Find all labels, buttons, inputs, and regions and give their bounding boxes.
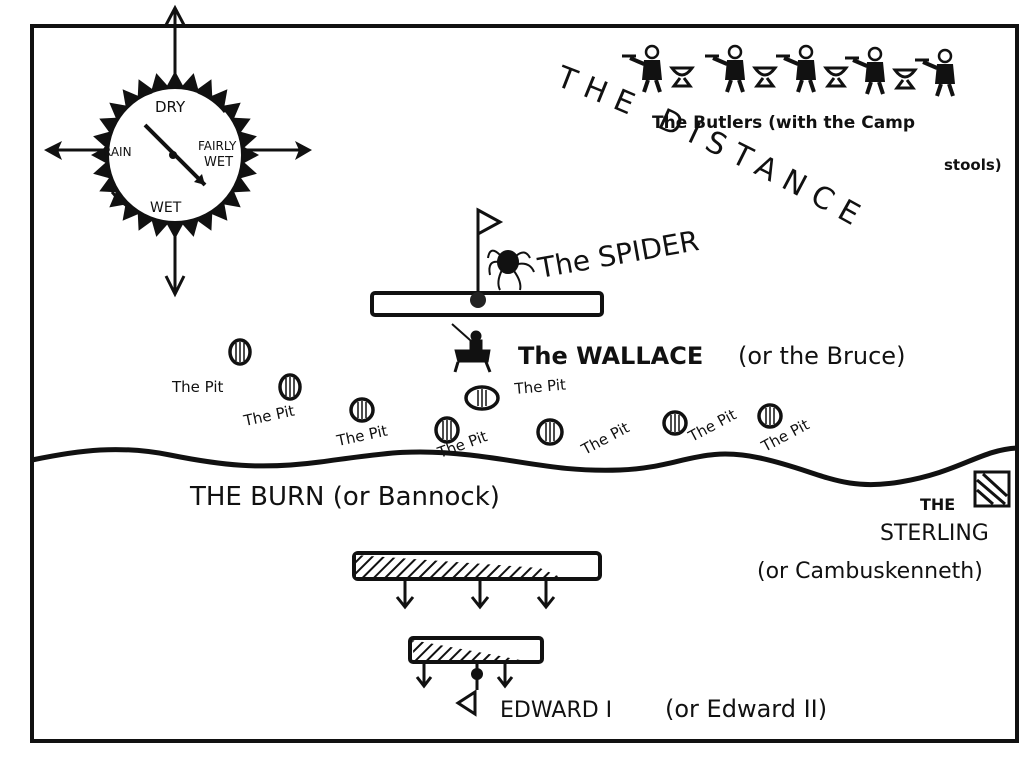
dial-label-wet: WET: [150, 200, 182, 216]
butlers-label-2: stools): [944, 156, 1002, 174]
spider-label: The SPIDER: [535, 224, 702, 285]
command-post-marker: [470, 292, 486, 308]
pit-marker: [757, 403, 783, 429]
wallace-figure-icon: [451, 323, 492, 373]
butler-icon: [622, 44, 662, 93]
butlers-label: The Butlers (with the Camp: [652, 113, 915, 133]
pit-marker: [536, 418, 564, 446]
flag-icon: [476, 207, 504, 237]
compass-rose: DRY RAIN FAIRLY WET WET: [44, 4, 312, 298]
edward-alt-label: (or Edward II): [665, 695, 827, 723]
pit-marker: [228, 338, 252, 366]
edward-flag-icon: [455, 689, 477, 717]
pit-marker: [278, 373, 302, 401]
butler-icon: [845, 46, 885, 95]
wallace-alt-label: (or the Bruce): [738, 342, 905, 370]
pit-label: The Pit: [171, 378, 224, 396]
pit-marker: [434, 416, 460, 444]
camp-stool-icon: [892, 68, 918, 90]
burn-label: THE BURN (or Bannock): [189, 482, 500, 512]
pit-label: The Pit: [685, 405, 740, 446]
dial-label-rain: RAIN: [103, 145, 132, 159]
camp-stool-icon: [752, 66, 778, 88]
map-border: [30, 24, 1019, 743]
pit-label: The Pit: [241, 402, 296, 431]
camp-stool-icon: [823, 66, 849, 88]
sterling-label: STERLING: [880, 521, 989, 546]
dial-label-fairly-wet: WET: [204, 155, 233, 170]
butler-icon: [915, 48, 955, 97]
wallace-command-post: The SPIDER: [370, 207, 702, 317]
burn-river-line: [31, 445, 1018, 488]
sterling-label-the: THE: [920, 495, 955, 514]
sterling-bridge-icon: [973, 470, 1011, 508]
camp-stool-icon: [669, 66, 695, 88]
pit-marker: [662, 410, 688, 436]
pit-marker: [349, 397, 375, 423]
edward-label: EDWARD I: [500, 698, 612, 723]
pits-group: The Pit The Pit The Pit The Pit The Pit …: [171, 338, 812, 462]
wallace-line-bar: [370, 291, 604, 317]
pit-marker: [464, 385, 500, 411]
dial-label-fairly: FAIRLY: [198, 139, 237, 153]
butler-icon: [776, 44, 816, 93]
the-distance-label: THE DISTANCE: [551, 59, 874, 237]
pit-label: The Pit: [513, 376, 567, 399]
dial-label-dry: DRY: [155, 98, 186, 116]
spider-icon: [487, 249, 535, 291]
english-front-line: [352, 551, 602, 610]
english-rear-line: [408, 636, 544, 717]
pit-label: The Pit: [578, 418, 633, 459]
butler-icon: [705, 44, 745, 93]
wallace-label: The WALLACE: [518, 342, 703, 370]
sterling-alt-label: (or Cambuskenneth): [757, 559, 983, 584]
pit-label: The Pit: [334, 422, 389, 451]
butlers-group: [622, 44, 955, 97]
